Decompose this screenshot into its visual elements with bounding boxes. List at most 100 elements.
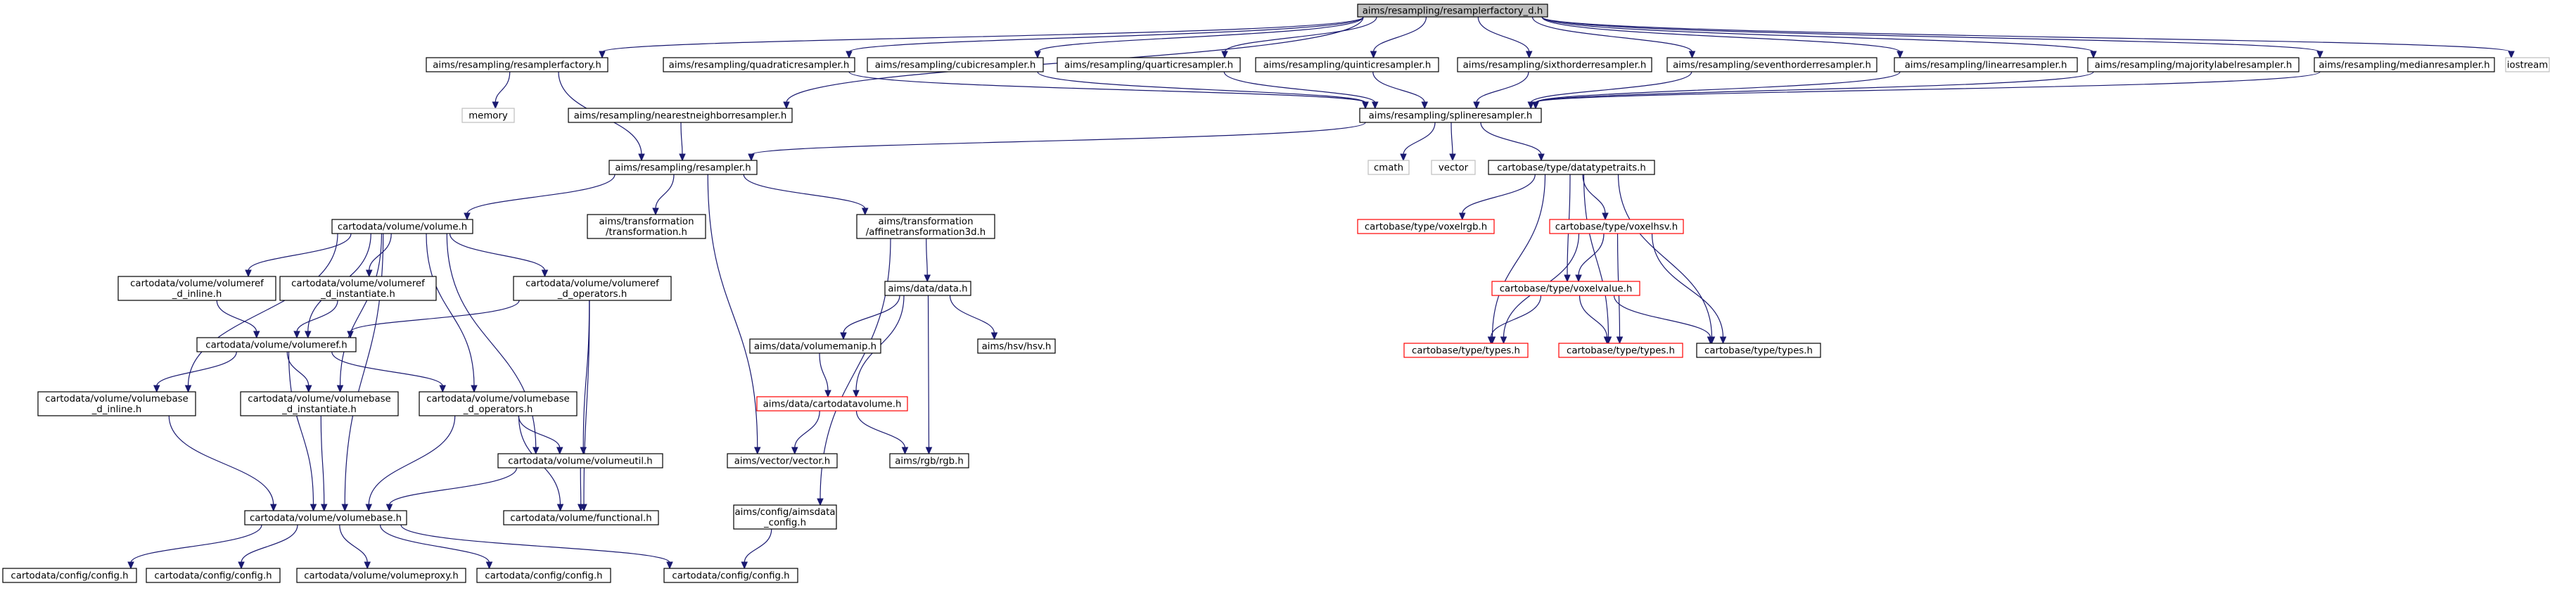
edge-volumeref_ops-to-functional bbox=[580, 300, 590, 512]
edge-root-to-quartic bbox=[1221, 16, 1377, 59]
node-volumebase[interactable]: cartodata/volume/volumebase.h bbox=[244, 510, 407, 525]
node-rgb[interactable]: aims/rgb/rgb.h bbox=[889, 453, 969, 468]
node-config1[interactable]: cartodata/config/config.h bbox=[2, 568, 137, 583]
edge-voxelvalue-to-types3 bbox=[1613, 295, 1714, 345]
edge-volumeref_inst-to-volumeref bbox=[293, 300, 338, 339]
node-root[interactable]: aims/resampling/resamplerfactory_d.h bbox=[1357, 4, 1548, 18]
node-quartic[interactable]: aims/resampling/quarticresampler.h bbox=[1057, 57, 1241, 72]
node-volumeref_inst[interactable]: cartodata/volume/volumeref_d_instantiate… bbox=[279, 276, 437, 301]
node-types1[interactable]: cartobase/type/types.h bbox=[1403, 343, 1529, 358]
node-voxelrgb[interactable]: cartobase/type/voxelrgb.h bbox=[1357, 219, 1495, 234]
node-resamplerfactory[interactable]: aims/resampling/resamplerfactory.h bbox=[426, 57, 608, 72]
node-box bbox=[331, 219, 473, 234]
node-cubic[interactable]: aims/resampling/cubicresampler.h bbox=[867, 57, 1044, 72]
node-nearestneighbor[interactable]: aims/resampling/nearestneighborresampler… bbox=[568, 108, 793, 123]
edge-quadratic-to-spline bbox=[848, 71, 1369, 110]
node-linear[interactable]: aims/resampling/linearresampler.h bbox=[1894, 57, 2078, 72]
node-box bbox=[1057, 57, 1241, 72]
node-box bbox=[663, 568, 798, 583]
node-box bbox=[856, 214, 995, 239]
node-box bbox=[1255, 57, 1439, 72]
node-data[interactable]: aims/data/data.h bbox=[884, 281, 971, 296]
node-functional[interactable]: cartodata/volume/functional.h bbox=[503, 510, 659, 525]
edge-volumeutil-to-functional bbox=[577, 467, 585, 512]
edge-volume-to-volumeref_ops bbox=[449, 233, 549, 278]
node-config2[interactable]: cartodata/config/config.h bbox=[146, 568, 281, 583]
node-volumeref_inline[interactable]: cartodata/volume/volumeref_d_inline.h bbox=[117, 276, 276, 301]
node-quadratic[interactable]: aims/resampling/quadraticresampler.h bbox=[663, 57, 855, 72]
edge-volumebase_inline-to-volumebase bbox=[168, 415, 277, 512]
edge-resampler-to-transformation bbox=[652, 174, 675, 216]
node-volumebase_ops[interactable]: cartodata/volume/volumebase_d_operators.… bbox=[419, 391, 578, 416]
node-label: cartodata/volume/volumeref bbox=[291, 279, 425, 289]
node-resampler[interactable]: aims/resampling/resampler.h bbox=[608, 160, 758, 175]
node-hsv[interactable]: aims/hsv/hsv.h bbox=[977, 338, 1056, 354]
edge-resampler-to-volume bbox=[464, 174, 616, 221]
node-label: aims/resampling/nearestneighborresampler… bbox=[574, 111, 787, 122]
node-majoritylabel[interactable]: aims/resampling/majoritylabelresampler.h bbox=[2087, 57, 2300, 72]
node-label: cartodata/volume/volumebase bbox=[426, 394, 569, 404]
node-voxelhsv[interactable]: cartobase/type/voxelhsv.h bbox=[1549, 219, 1684, 234]
edge-root-to-majoritylabel bbox=[1541, 16, 2097, 59]
node-label: memory bbox=[468, 111, 508, 122]
node-label: _d_inline.h bbox=[172, 289, 222, 300]
node-box bbox=[146, 568, 281, 583]
node-transformation[interactable]: aims/transformation/transformation.h bbox=[587, 214, 706, 239]
node-volumeref_ops[interactable]: cartodata/volume/volumeref_d_operators.h bbox=[513, 276, 672, 301]
edge-voxelhsv-to-types3 bbox=[1651, 233, 1727, 345]
node-median[interactable]: aims/resampling/medianresampler.h bbox=[2314, 57, 2495, 72]
node-spline[interactable]: aims/resampling/splineresampler.h bbox=[1359, 108, 1542, 123]
node-seventhorder[interactable]: aims/resampling/seventhorderresampler.h bbox=[1666, 57, 1877, 72]
node-box bbox=[2505, 57, 2550, 72]
node-label: aims/resampling/seventhorderresampler.h bbox=[1673, 60, 1871, 71]
node-label: aims/resampling/resamplerfactory_d.h bbox=[1363, 6, 1543, 17]
node-aimsdata_config[interactable]: aims/config/aimsdata_config.h bbox=[733, 504, 837, 530]
node-volumeproxy[interactable]: cartodata/volume/volumeproxy.h bbox=[296, 568, 466, 583]
node-box bbox=[727, 453, 838, 468]
node-affine[interactable]: aims/transformation/affinetransformation… bbox=[856, 214, 995, 239]
edge-volume-to-volumeutil bbox=[446, 233, 540, 455]
node-box bbox=[419, 391, 578, 416]
node-datatypetraits[interactable]: cartobase/type/datatypetraits.h bbox=[1488, 160, 1655, 175]
node-types2[interactable]: cartobase/type/types.h bbox=[1558, 343, 1683, 358]
node-box bbox=[461, 108, 515, 123]
node-label: cartodata/volume/volumebase bbox=[45, 394, 188, 404]
node-label: aims/resampling/resampler.h bbox=[615, 163, 751, 174]
node-box bbox=[1491, 281, 1640, 296]
node-box bbox=[867, 57, 1044, 72]
edge-volumemanip-to-cartodatavolume bbox=[819, 352, 831, 398]
edge-volume-to-volumebase_ops bbox=[426, 233, 478, 393]
node-box bbox=[1666, 57, 1877, 72]
node-cartodatavolume[interactable]: aims/data/cartodatavolume.h bbox=[756, 396, 908, 412]
node-box bbox=[568, 108, 793, 123]
edge-cartodatavolume-to-rgb bbox=[855, 410, 909, 455]
edge-spline-to-resampler bbox=[748, 122, 1366, 162]
node-box bbox=[889, 453, 969, 468]
node-volumebase_inline[interactable]: cartodata/volume/volumebase_d_inline.h bbox=[37, 391, 196, 416]
node-config4[interactable]: cartodata/config/config.h bbox=[663, 568, 798, 583]
node-label: aims/resampling/splineresampler.h bbox=[1369, 111, 1533, 122]
node-box bbox=[749, 338, 881, 354]
node-voxelvalue[interactable]: cartobase/type/voxelvalue.h bbox=[1491, 281, 1640, 296]
node-box bbox=[1488, 160, 1655, 175]
node-box bbox=[2087, 57, 2300, 72]
node-config3[interactable]: cartodata/config/config.h bbox=[476, 568, 611, 583]
header-file-nodes: aims/resampling/resamplerfactory_d.haims… bbox=[2, 4, 2550, 583]
node-label: iostream bbox=[2507, 60, 2548, 71]
node-volumeutil[interactable]: cartodata/volume/volumeutil.h bbox=[497, 453, 663, 468]
node-volume[interactable]: cartodata/volume/volume.h bbox=[331, 219, 473, 234]
node-label: vector bbox=[1439, 163, 1469, 174]
node-label: cartobase/type/voxelvalue.h bbox=[1500, 284, 1633, 295]
edge-volumeutil-to-volumebase bbox=[385, 467, 518, 512]
node-volumebase_inst[interactable]: cartodata/volume/volumebase_d_instantiat… bbox=[240, 391, 399, 416]
node-vectorh[interactable]: aims/vector/vector.h bbox=[727, 453, 838, 468]
node-volumemanip[interactable]: aims/data/volumemanip.h bbox=[749, 338, 881, 354]
node-box bbox=[513, 276, 672, 301]
node-sixthorder[interactable]: aims/resampling/sixthorderresampler.h bbox=[1457, 57, 1652, 72]
node-types3[interactable]: cartobase/type/types.h bbox=[1696, 343, 1821, 358]
node-volumeref[interactable]: cartodata/volume/volumeref.h bbox=[196, 337, 357, 352]
node-quintic[interactable]: aims/resampling/quinticresampler.h bbox=[1255, 57, 1439, 72]
node-label: cartodata/config/config.h bbox=[154, 571, 272, 582]
node-box bbox=[503, 510, 659, 525]
node-label: aims/resampling/resamplerfactory.h bbox=[433, 60, 601, 71]
